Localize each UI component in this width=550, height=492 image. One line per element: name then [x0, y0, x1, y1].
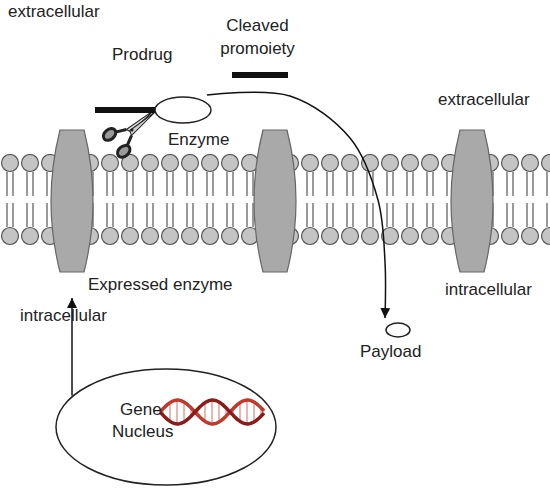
node-text: Gene: [120, 400, 162, 420]
enzyme: Enzyme: [155, 95, 230, 150]
expressed-enzyme-shape: [40, 128, 210, 298]
dna-helix: [160, 400, 264, 424]
region-label: intracellular: [445, 280, 532, 300]
cleaved-promoiety: Cleaved promoiety: [205, 12, 310, 80]
expressed-enzyme: Expressed enzyme: [40, 128, 210, 298]
node-text: Prodrug: [112, 45, 172, 65]
node-text: Expressed enzyme: [88, 275, 233, 295]
payload: Payload: [358, 318, 430, 363]
node-text: Payload: [360, 342, 421, 362]
region-label: extracellular: [438, 90, 530, 110]
membrane-protein: [451, 130, 493, 272]
arrow-connector: [207, 92, 385, 318]
membrane-protein: [254, 130, 296, 272]
enzyme-shape: [155, 97, 211, 123]
payload-shape: [386, 323, 410, 337]
node-text: Cleaved promoiety: [205, 14, 310, 60]
node-text: Enzyme: [168, 130, 229, 150]
region-label: intracellular: [20, 306, 107, 326]
nucleus-outline: [56, 369, 276, 485]
region-label: extracellular: [8, 2, 100, 22]
nucleus: GeneNucleus: [55, 368, 277, 486]
molecule-bar: [95, 107, 157, 113]
membrane-protein: [51, 130, 93, 272]
molecule-bar: [232, 72, 288, 78]
node-text: Nucleus: [112, 422, 173, 442]
